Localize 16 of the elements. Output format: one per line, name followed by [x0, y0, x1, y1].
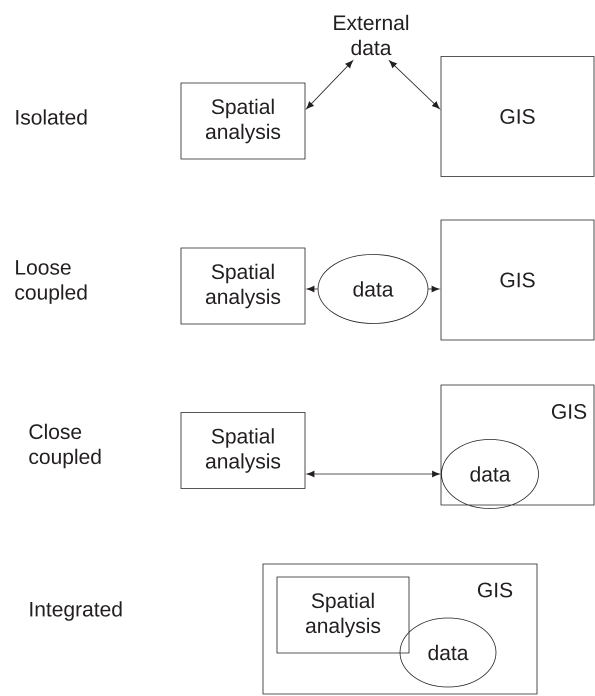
process-box: Spatial analysis — [276, 576, 410, 654]
row-label: Integrated — [30, 601, 122, 621]
arrow — [388, 60, 440, 110]
row-label: Isolated — [16, 109, 87, 125]
process-box: Spatial analysis — [180, 82, 306, 160]
process-box: Spatial analysis — [180, 412, 306, 489]
process-box: GIS — [440, 220, 594, 340]
arrow — [306, 470, 440, 478]
arrow — [428, 286, 440, 292]
row-label: Loose coupled — [15, 260, 87, 304]
row-label: Close coupled — [29, 424, 101, 468]
process-box: Spatial analysis — [180, 248, 306, 324]
process-box: GIS — [440, 56, 594, 177]
arrow — [306, 60, 354, 110]
node-text: External data — [334, 14, 408, 56]
arrow — [306, 286, 318, 292]
